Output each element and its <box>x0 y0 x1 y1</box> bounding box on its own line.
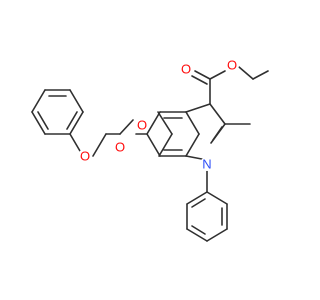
structure-diagram: O O O O O N <box>31 58 269 242</box>
bond-ester-co-double-b <box>191 75 208 85</box>
atom-o-ester-carbonyl: O <box>179 62 193 77</box>
n-phenyl-ring <box>186 191 228 242</box>
phenoxy-ring <box>31 89 84 135</box>
bond-ester-c-o <box>209 70 226 80</box>
pyrrole-ring <box>185 103 226 161</box>
atom-o-acyloxy-ester: O <box>135 118 149 133</box>
atom-o-ethyl-ester: O <box>225 58 239 73</box>
atom-label-o-ester-carbonyl: O <box>181 62 191 77</box>
molecule-canvas: O O O O O N <box>31 57 269 242</box>
benzo-ring <box>146 111 200 157</box>
bond-ether-o-ch2 <box>92 133 107 157</box>
atom-label-n-indole: N <box>202 157 211 172</box>
indole-benzene-ring <box>157 111 173 157</box>
bond-carbonyl-c <box>119 119 134 135</box>
bond-ester-co-double-a <box>194 70 211 80</box>
atom-o-phenoxy: O <box>78 149 92 164</box>
atom-label-o-acyloxy-ester: O <box>137 118 147 133</box>
atom-label-o-phenoxy: O <box>80 149 90 164</box>
atom-label-o-acyloxy-carbonyl: O <box>115 140 125 155</box>
bond-ester-o-ch2 <box>238 66 254 80</box>
atom-o-acyloxy-carbonyl: O <box>113 140 127 155</box>
atom-label-o-ethyl-ester: O <box>227 58 237 73</box>
atom-n-indole: N <box>200 157 214 172</box>
bond-ring-ether-o <box>69 133 81 152</box>
bond-ethyl-ch2-ch3 <box>252 70 269 80</box>
